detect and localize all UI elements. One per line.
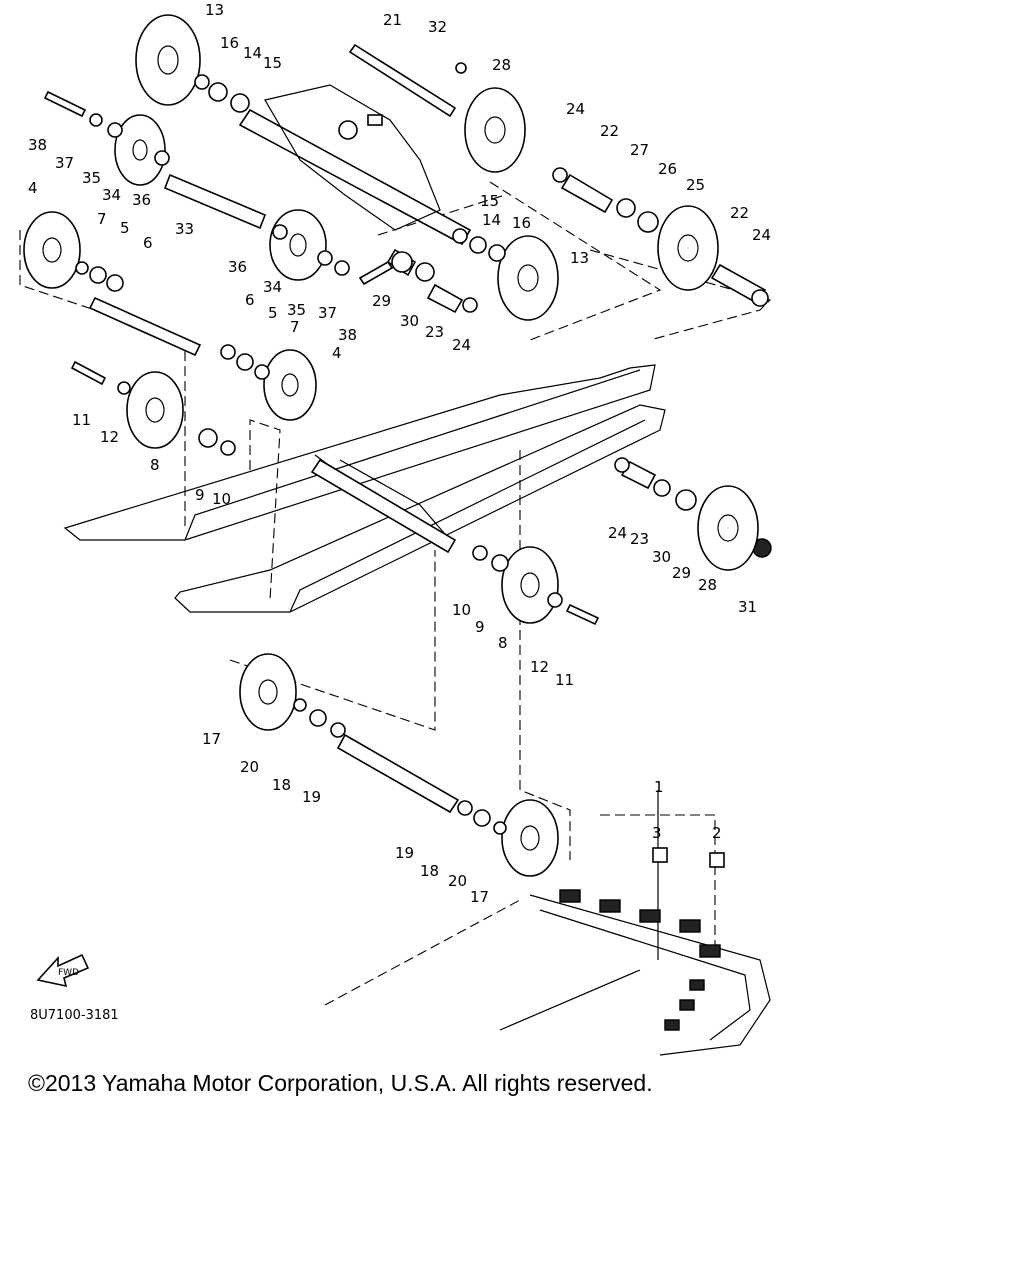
callout-8: 8: [150, 456, 160, 474]
washers-bearings: [75, 74, 769, 868]
callout-12: 12: [100, 428, 119, 446]
callout-6: 6: [245, 291, 255, 309]
callout-23: 23: [630, 530, 649, 548]
callout-13: 13: [205, 1, 224, 19]
callout-10: 10: [212, 490, 231, 508]
callout-13: 13: [570, 249, 589, 267]
diagram-code: 8U7100-3181: [30, 1008, 119, 1023]
copyright-notice: ©2013 Yamaha Motor Corporation, U.S.A. A…: [28, 1070, 653, 1096]
callout-22: 22: [730, 204, 749, 222]
callout-6: 6: [143, 234, 153, 252]
callout-35: 35: [82, 169, 101, 187]
callout-20: 20: [240, 758, 259, 776]
dashed-leaders: [19, 181, 772, 1006]
callout-5: 5: [268, 304, 278, 322]
callout-3: 3: [652, 824, 662, 842]
callout-28: 28: [698, 576, 717, 594]
callout-7: 7: [97, 210, 107, 228]
callout-22: 22: [600, 122, 619, 140]
callout-23: 23: [425, 323, 444, 341]
callout-19: 19: [395, 844, 414, 862]
callout-29: 29: [372, 292, 391, 310]
callout-36: 36: [132, 191, 151, 209]
callout-34: 34: [102, 186, 121, 204]
callout-15: 15: [480, 192, 499, 210]
callout-32: 32: [428, 18, 447, 36]
callout-28: 28: [492, 56, 511, 74]
wheels: [23, 14, 759, 877]
callout-1: 1: [654, 778, 664, 796]
callout-10: 10: [452, 601, 471, 619]
callout-9: 9: [195, 486, 205, 504]
callout-16: 16: [220, 34, 239, 52]
callout-21: 21: [383, 11, 402, 29]
callout-36: 36: [228, 258, 247, 276]
callout-11: 11: [555, 671, 574, 689]
callout-24: 24: [752, 226, 771, 244]
callout-4: 4: [332, 344, 342, 362]
callout-7: 7: [290, 318, 300, 336]
callout-38: 38: [28, 136, 47, 154]
fwd-arrow-icon: FWD: [36, 953, 90, 988]
track-segment: [499, 889, 771, 1056]
callout-30: 30: [400, 312, 419, 330]
callout-34: 34: [263, 278, 282, 296]
callout-24: 24: [452, 336, 471, 354]
callout-9: 9: [475, 618, 485, 636]
callout-33: 33: [175, 220, 194, 238]
svg-text:FWD: FWD: [58, 968, 79, 978]
callout-2: 2: [712, 824, 722, 842]
callout-37: 37: [55, 154, 74, 172]
upper-frame: [264, 84, 441, 231]
callout-37: 37: [318, 304, 337, 322]
callout-14: 14: [482, 211, 501, 229]
callout-20: 20: [448, 872, 467, 890]
callout-15: 15: [263, 54, 282, 72]
callout-24: 24: [608, 524, 627, 542]
callout-18: 18: [272, 776, 291, 794]
callout-27: 27: [630, 141, 649, 159]
callout-29: 29: [672, 564, 691, 582]
callout-30: 30: [652, 548, 671, 566]
callout-14: 14: [243, 44, 262, 62]
callout-17: 17: [202, 730, 221, 748]
callout-16: 16: [512, 214, 531, 232]
callout-17: 17: [470, 888, 489, 906]
callout-4: 4: [28, 179, 38, 197]
callout-25: 25: [686, 176, 705, 194]
callout-8: 8: [498, 634, 508, 652]
callout-38: 38: [338, 326, 357, 344]
callout-26: 26: [658, 160, 677, 178]
callout-11: 11: [72, 411, 91, 429]
callout-18: 18: [420, 862, 439, 880]
callout-19: 19: [302, 788, 321, 806]
callout-24: 24: [566, 100, 585, 118]
callout-31: 31: [738, 598, 757, 616]
callout-12: 12: [530, 658, 549, 676]
callout-5: 5: [120, 219, 130, 237]
callout-35: 35: [287, 301, 306, 319]
